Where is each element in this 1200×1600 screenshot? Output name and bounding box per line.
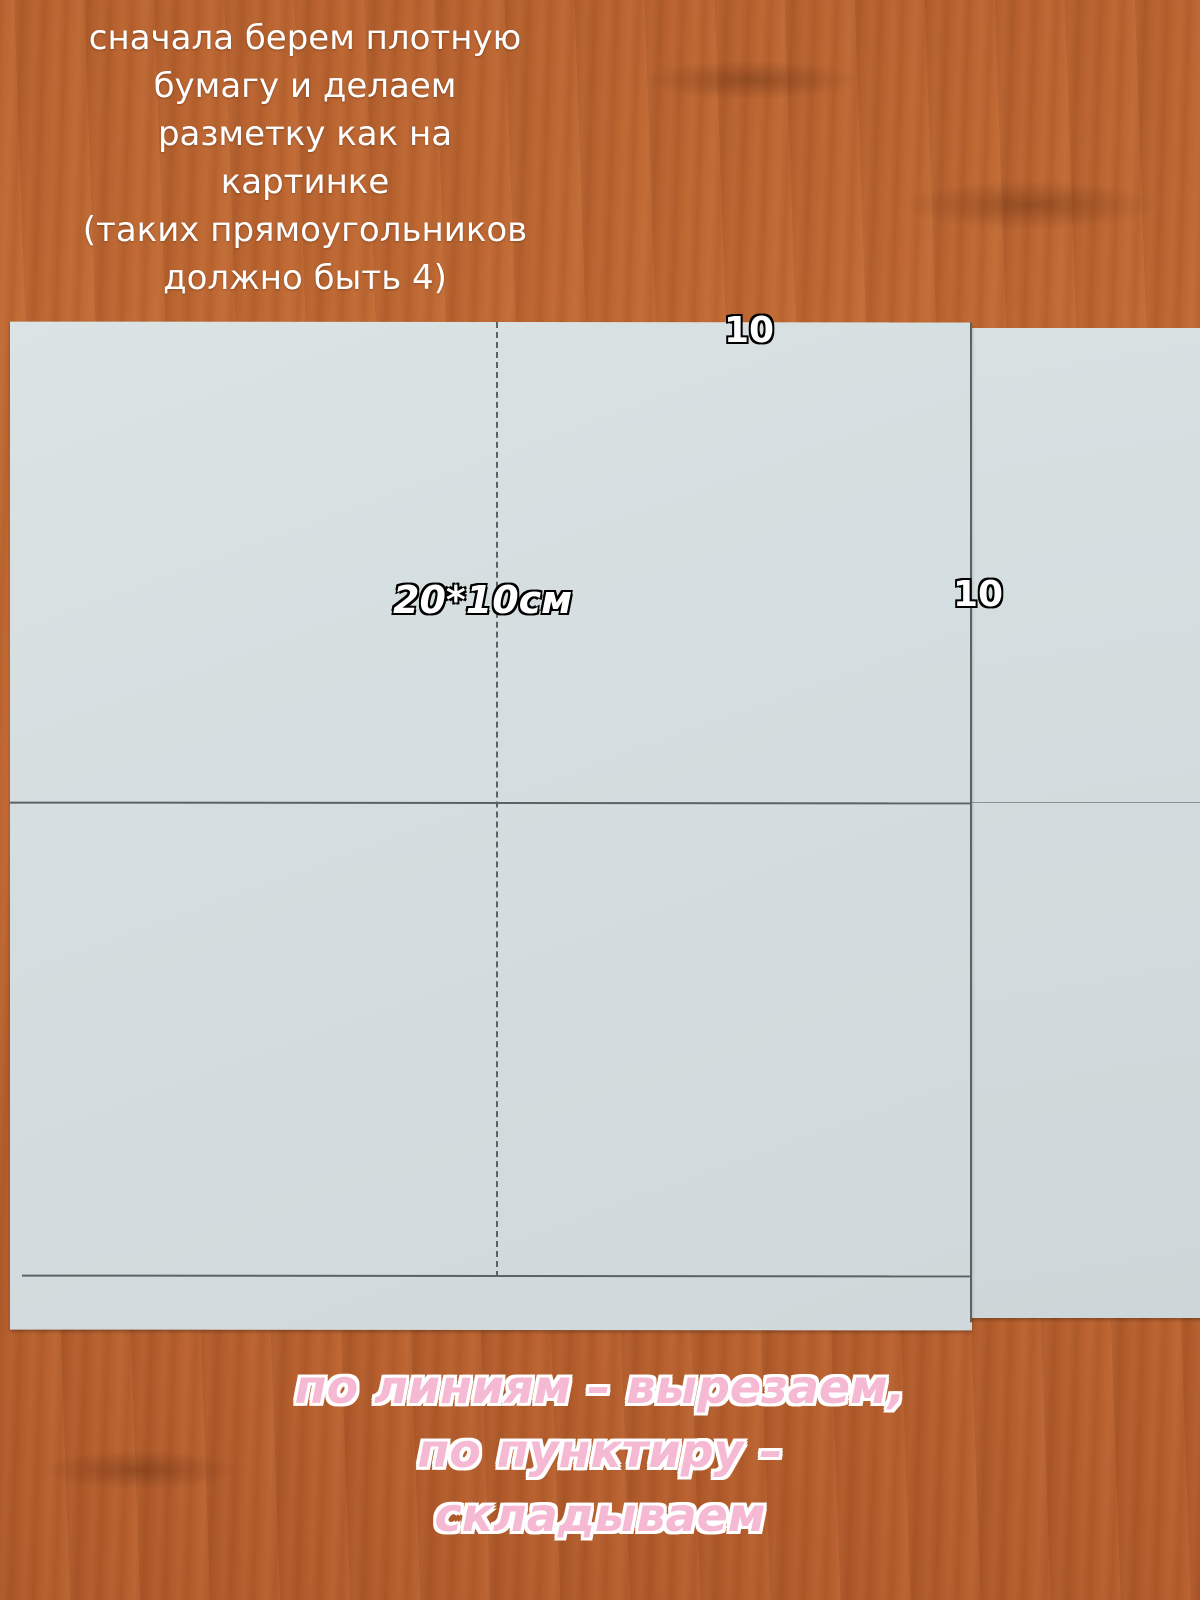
wood-grain-spot	[900, 180, 1160, 230]
instruction-top-text: сначала берем плотную бумагу и делаем ра…	[82, 18, 528, 298]
measure-rectangle-label: 20*10см	[392, 577, 573, 623]
paper-sheet-main	[10, 321, 972, 1331]
cut-line	[962, 802, 1200, 803]
measure-side-label: 10	[952, 573, 1004, 616]
wood-grain-spot	[40, 1450, 240, 1490]
measure-top-label: 10	[723, 309, 775, 352]
wood-grain-spot	[640, 60, 860, 100]
fold-line-dashed	[496, 322, 498, 1278]
paper-sheet-right	[962, 328, 1200, 1318]
cut-line-vertical	[970, 322, 972, 1323]
instruction-bottom-text: по линиям – вырезаем, по пунктиру – скла…	[294, 1360, 906, 1542]
cut-line-horizontal	[10, 801, 972, 805]
